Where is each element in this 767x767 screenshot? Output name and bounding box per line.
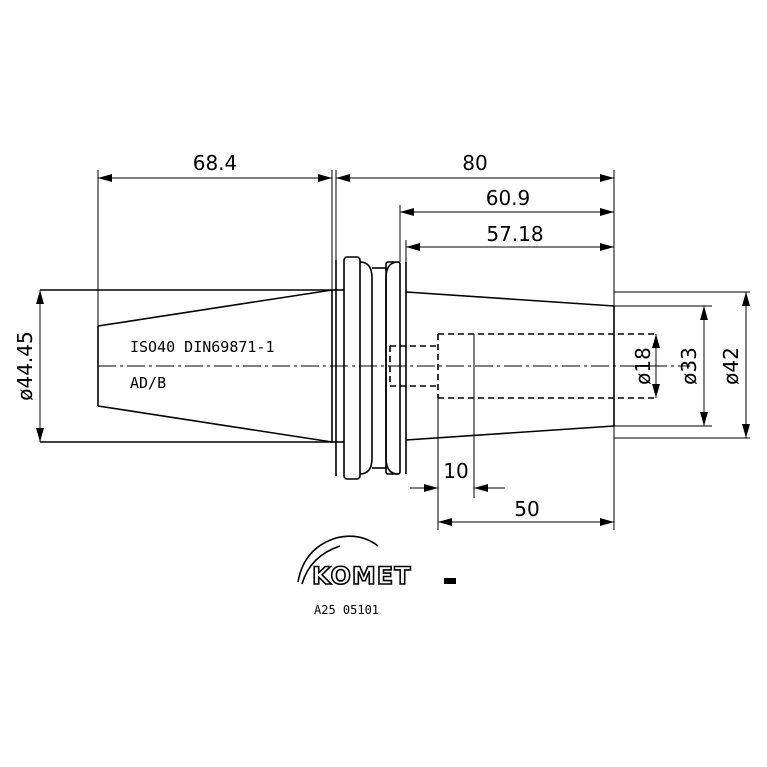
tool-body [405,262,750,474]
part-number: A25 05101 [314,603,379,617]
logo-swoosh [297,535,379,583]
form-label: AD/B [130,374,166,392]
dim-taper-length: 68.4 [97,151,333,326]
dim-label-44-45: ø44.45 [13,331,37,401]
dim-label-57-18: 57.18 [486,222,543,246]
flange-collar [332,256,401,480]
komet-logo: KOMET [297,535,456,591]
dim-label-18: ø18 [631,347,655,385]
dim-bore-depth: 50 [438,497,614,526]
dim-label-68-4: 68.4 [193,151,238,175]
dim-inner-diameter: ø33 [614,305,712,427]
dim-taper-diameter: ø44.45 [13,290,44,442]
logo-mark [444,578,456,584]
dim-overall-length: 80 [335,151,615,530]
dim-body-length: 60.9 [399,186,614,262]
dim-label-80: 80 [462,151,487,175]
dim-collar-width: 10 [410,334,505,530]
dim-outer-diameter: ø42 [719,292,750,438]
standard-label: ISO40 DIN69871-1 [130,338,275,356]
dim-label-50: 50 [514,497,539,521]
dim-bore-diameter: ø18 [631,334,660,398]
dim-bore-length: 57.18 [405,222,614,262]
dim-label-33: ø33 [677,347,701,385]
logo-wordmark: KOMET [312,562,412,590]
dim-label-42: ø42 [719,347,743,385]
dim-label-60-9: 60.9 [486,186,531,210]
dim-label-10: 10 [443,459,468,483]
